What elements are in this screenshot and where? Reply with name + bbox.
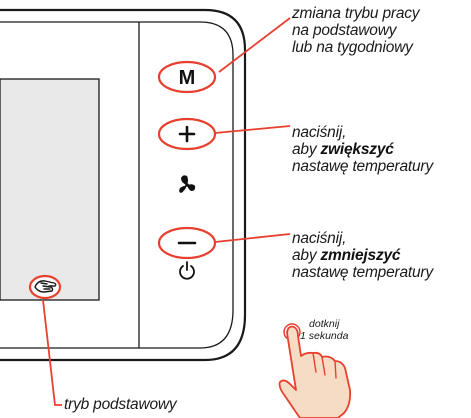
pointing-hand (278, 325, 352, 418)
decrease-callout-prefix: aby (292, 247, 321, 264)
basic-mode-callout: tryb podstawowy (64, 396, 177, 413)
display-screen (0, 78, 100, 301)
power-icon (179, 261, 195, 280)
touch-callout-line-1: dotknij (309, 318, 340, 330)
mode-callout-line-2: na podstawowy (292, 22, 397, 39)
mode-callout: zmiana trybu pracy na podstawowy lub na … (292, 5, 420, 56)
decrease-button[interactable] (157, 226, 217, 260)
increase-callout-prefix: aby (292, 141, 321, 158)
decrease-callout-line-3: nastawę temperatury (292, 264, 433, 281)
decrease-callout-line-1: naciśnij, (292, 230, 347, 247)
increase-callout: naciśnij, aby zwiększyć nastawę temperat… (292, 124, 433, 175)
thermostat-device (0, 8, 247, 362)
fan-button[interactable] (179, 175, 196, 193)
finger-lines (312, 352, 337, 379)
power-button[interactable] (179, 261, 195, 280)
increase-callout-line-2: aby zwiększyć (292, 141, 433, 158)
increase-button[interactable] (157, 117, 217, 151)
increase-callout-line-3: nastawę temperatury (292, 158, 433, 175)
decrease-leader (214, 233, 291, 243)
decrease-callout-line-2: aby zmniejszyć (292, 247, 433, 264)
mode-callout-line-3: lub na tygodniowy (292, 39, 413, 56)
mode-leader (218, 17, 291, 73)
basic-mode-leader (42, 299, 62, 406)
decrease-callout: naciśnij, aby zmniejszyć nastawę tempera… (292, 230, 433, 281)
touch-callout: dotknij 1 sekunda (300, 318, 348, 342)
decrease-callout-emphasis: zmniejszyć (320, 247, 401, 264)
touch-hand-illustration (278, 323, 352, 418)
increase-callout-emphasis: zwiększyć (320, 141, 394, 158)
device-inner-frame (0, 21, 234, 349)
hand-mode-ring (28, 274, 62, 300)
mode-callout-line-1: zmiana trybu pracy (292, 5, 420, 22)
increase-leader (214, 125, 291, 134)
hand-icon (34, 280, 57, 293)
mode-button[interactable]: M (157, 60, 217, 94)
plus-icon (178, 125, 196, 143)
mode-button-label: M (179, 67, 196, 89)
hand-mode-indicator (28, 274, 62, 300)
fan-icon (179, 175, 196, 193)
increase-callout-line-1: naciśnij, (292, 124, 347, 141)
mode-button-ring (157, 60, 217, 94)
touch-callout-line-2: 1 sekunda (300, 330, 349, 342)
